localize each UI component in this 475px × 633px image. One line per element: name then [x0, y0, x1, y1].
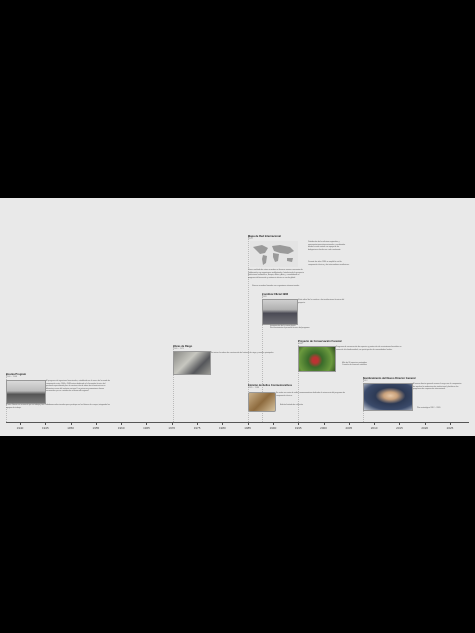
event-bullets: Más de 30 especies protegidas Creación d…	[338, 362, 408, 367]
event-text: Se inician las obras de construcción del…	[211, 352, 274, 354]
event-card[interactable]: Emisión de Sellos Conmemorativos 1985 – …	[248, 384, 348, 412]
timeline-tick	[247, 422, 249, 425]
event-title: Emisión de Sellos Conmemorativos	[248, 384, 293, 387]
event-title: Comitiva Oficial 1983	[262, 293, 289, 296]
event-photo	[363, 383, 413, 411]
timeline-tick	[20, 422, 21, 425]
event-connector	[173, 346, 174, 422]
timeline-tick-label: 2020	[421, 426, 429, 430]
timeline-tick	[399, 422, 401, 425]
event-card[interactable]: Proyecto de Conservación Forestal 1988 P…	[298, 340, 404, 372]
event-title: Mapa de Red Internacional	[248, 235, 281, 238]
timeline-tick-label: 1990	[269, 426, 277, 430]
event-title: Proyecto de Conservación Forestal	[298, 340, 342, 343]
bullet-item: Reconocimiento al personal técnico del p…	[270, 327, 350, 329]
timeline-tick	[171, 422, 173, 425]
timeline-tick-label: 1940	[16, 426, 24, 430]
timeline-tick-label: 2010	[370, 426, 378, 430]
timeline-tick	[298, 422, 300, 425]
timeline-tick-label: 1980	[219, 426, 226, 430]
event-date: 1983	[262, 296, 267, 298]
bullet-item: Inauguración de la nueva planta	[270, 325, 350, 327]
event-connector	[298, 341, 299, 422]
world-map-icon	[250, 241, 298, 267]
event-card[interactable]: Obras de Riego 1969 – 1971 Se inician la…	[173, 345, 283, 375]
timeline-tick-label: 1955	[92, 426, 100, 430]
bullet-item: Plan estratégico 2012 – 2020	[417, 407, 467, 409]
event-date: 1985 – 1988	[248, 387, 260, 389]
event-extra-text: El otro: Bosnia se reconoció por su trab…	[6, 404, 110, 409]
event-date: 1978	[248, 238, 253, 240]
event-card[interactable]: Mapa de Red Internacional 1978 Distribuc…	[248, 235, 350, 287]
timeline-tick-label: 1975	[193, 426, 201, 430]
timeline-tick	[323, 422, 325, 425]
timeline-tick-label: 1950	[67, 426, 74, 430]
timeline-tick	[45, 422, 47, 425]
event-date: 1969 – 1971	[173, 348, 185, 350]
event-photo	[262, 299, 298, 325]
event-text: Programa de conservación de especies y p…	[336, 346, 402, 351]
timeline-tick	[424, 422, 426, 425]
event-date: 1988	[298, 343, 303, 345]
timeline-canvas[interactable]: Bosnia Program 1940 – 1948 El programa d…	[0, 198, 475, 436]
event-photo	[248, 392, 276, 412]
event-photo	[173, 351, 211, 375]
event-text: El programa de ingenieros binacionales, …	[46, 380, 110, 392]
timeline-tick-label: 2025	[446, 426, 454, 430]
bullet-item: Nuevos acuerdos firmados con organismos …	[252, 285, 332, 287]
timeline-tick-label: 1945	[41, 426, 49, 430]
timeline-tick-label: 1960	[117, 426, 125, 430]
timeline-tick	[348, 422, 350, 425]
event-text: Visita oficial de la comitiva a las inst…	[298, 299, 345, 304]
event-connector	[262, 294, 263, 422]
event-title: Nombramiento del Nuevo Director General	[363, 377, 416, 380]
event-connector	[248, 236, 249, 422]
bullet-item: Más de 30 especies protegidas	[342, 362, 408, 364]
event-title: Obras de Riego	[173, 345, 193, 348]
event-card[interactable]: Nombramiento del Nuevo Director General …	[363, 377, 463, 411]
timeline-tick	[197, 422, 199, 425]
timeline-tick	[70, 422, 72, 425]
event-text-3: Como resultado de estos acuerdos se firm…	[248, 269, 304, 279]
timeline-tick	[121, 422, 123, 425]
bullet-item: Creación de reservas naturales	[342, 364, 408, 366]
event-photo	[298, 346, 336, 372]
event-card[interactable]: Bosnia Program 1940 – 1948 El programa d…	[6, 373, 112, 409]
event-date: 2012	[363, 380, 368, 382]
event-text-2: Durante los años 1980 se amplió la red d…	[308, 261, 350, 266]
event-text: Distribución de las oficinas regionales …	[308, 241, 346, 251]
timeline-tick-label: 1965	[143, 426, 150, 430]
timeline-tick-label: 2000	[320, 426, 327, 430]
timeline-axis	[6, 422, 469, 423]
event-bullets: Nuevos acuerdos firmados con organismos …	[248, 285, 332, 287]
event-date: 1940 – 1948	[6, 376, 18, 378]
event-text: Se emite una serie de sellos conmemorati…	[276, 392, 345, 397]
timeline-tick	[272, 422, 274, 425]
bullet-item: Edición limitada de colección	[280, 404, 350, 406]
timeline-tick	[146, 422, 148, 425]
timeline-tick-label: 2005	[345, 426, 353, 430]
timeline-tick-label: 1985	[244, 426, 251, 430]
event-bullets: Plan estratégico 2012 – 2020	[413, 407, 467, 409]
timeline-tick	[450, 422, 451, 425]
event-bullets: Inauguración de la nueva planta Reconoci…	[266, 325, 350, 330]
timeline-tick	[374, 422, 376, 425]
timeline-tick-label: 2015	[396, 426, 403, 430]
event-card[interactable]: Comitiva Oficial 1983 1983 Visita oficia…	[262, 293, 348, 329]
event-title: Bosnia Program	[6, 373, 27, 376]
timeline-tick	[222, 422, 224, 425]
event-bullets: Edición limitada de colección	[276, 404, 350, 406]
timeline-tick	[95, 422, 97, 425]
event-photo	[6, 380, 46, 404]
event-text: El nuevo director general asume el cargo…	[413, 383, 462, 390]
timeline-tick-label: 1995	[294, 426, 302, 430]
timeline-tick-label: 1970	[168, 426, 176, 430]
